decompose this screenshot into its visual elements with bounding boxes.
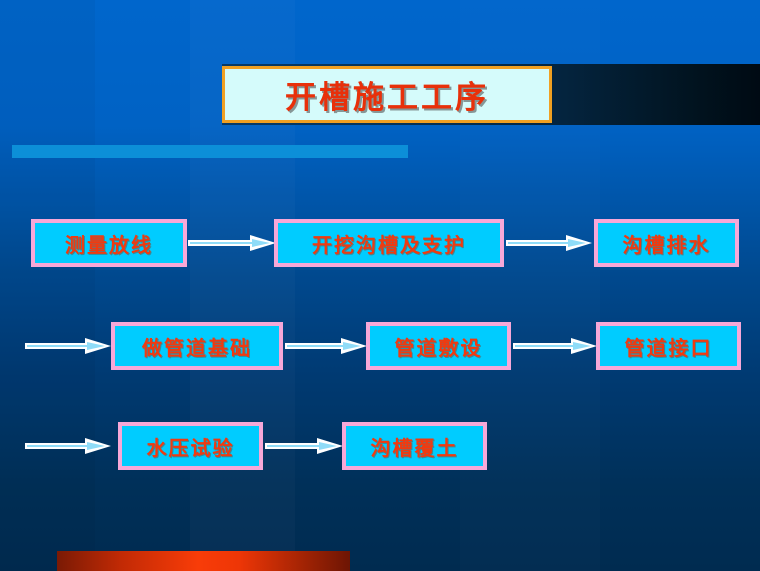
flow-node-pipe-laying[interactable]: 管道敷设 xyxy=(366,322,511,370)
flow-arrow-n2-n3 xyxy=(506,232,592,254)
flow-node-pipe-foundation[interactable]: 做管道基础 xyxy=(111,322,283,370)
flow-node-measurement[interactable]: 测量放线 xyxy=(31,219,187,267)
flow-node-label: 水压试验 xyxy=(146,435,235,460)
flow-node-label: 沟槽覆土 xyxy=(370,435,459,460)
flow-arrow-n5-n6 xyxy=(513,335,597,357)
bottom-accent-bar xyxy=(57,551,350,571)
flow-node-backfill[interactable]: 沟槽覆土 xyxy=(342,422,487,470)
flow-node-label: 管道接口 xyxy=(624,335,713,360)
flow-node-trench-drainage[interactable]: 沟槽排水 xyxy=(594,219,739,267)
flow-node-pipe-joint[interactable]: 管道接口 xyxy=(596,322,741,370)
flow-node-label: 管道敷设 xyxy=(394,335,483,360)
flow-node-label: 沟槽排水 xyxy=(622,232,711,257)
slide-title-box: 开槽施工工序 xyxy=(222,66,552,123)
background-band-left xyxy=(0,0,95,571)
accent-bar xyxy=(12,145,408,158)
flow-node-label: 开挖沟槽及支护 xyxy=(312,232,466,257)
flow-node-label: 测量放线 xyxy=(65,232,153,257)
flow-node-pressure-test[interactable]: 水压试验 xyxy=(118,422,263,470)
flow-arrow-n3-n4 xyxy=(25,335,111,357)
flow-arrow-n6-n7 xyxy=(25,435,111,457)
flow-node-excavation[interactable]: 开挖沟槽及支护 xyxy=(274,219,504,267)
flow-arrow-n1-n2 xyxy=(188,232,276,254)
flow-node-label: 做管道基础 xyxy=(142,335,252,360)
flow-arrow-n7-n8 xyxy=(265,435,343,457)
flow-arrow-n4-n5 xyxy=(285,335,367,357)
page-title: 开槽施工工序 xyxy=(285,80,489,116)
